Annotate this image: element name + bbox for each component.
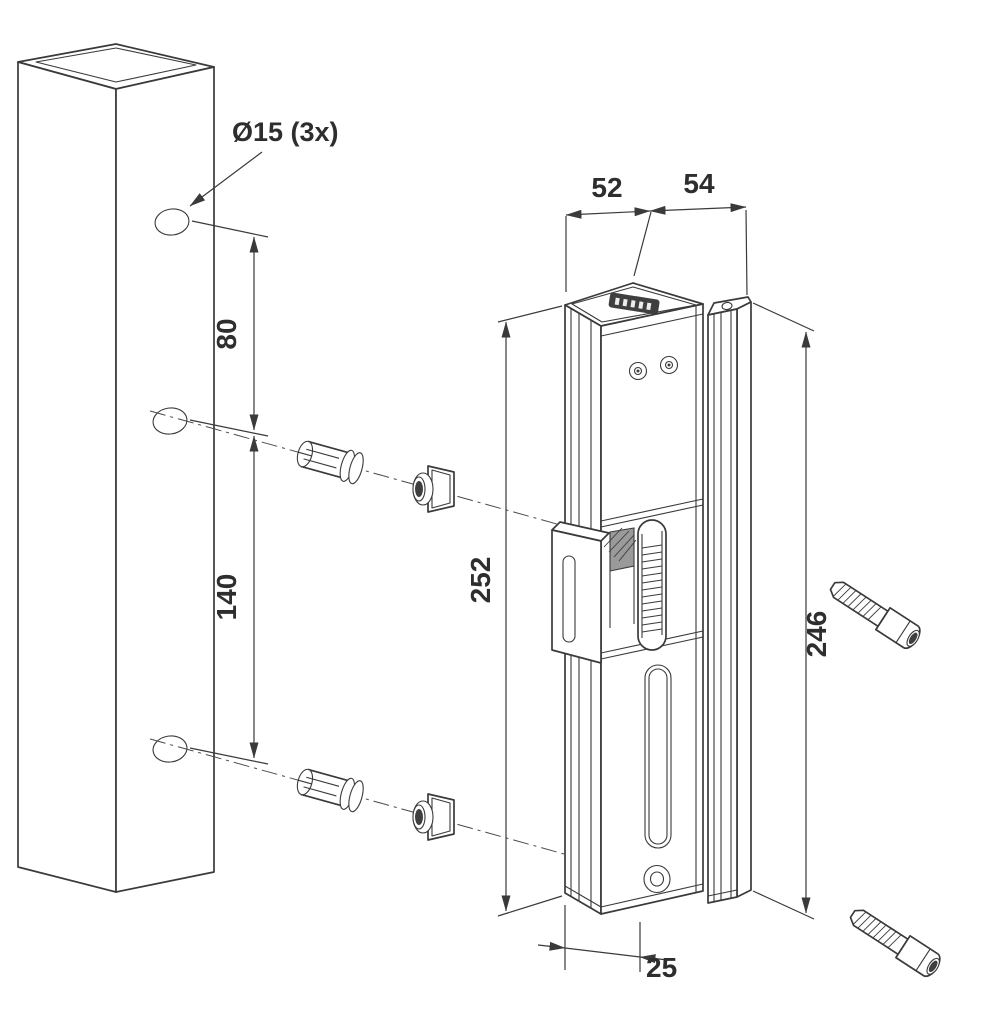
- dimension-depth-25: 25: [537, 905, 677, 983]
- mounting-slot: [644, 664, 672, 849]
- section-hatching: [603, 527, 637, 562]
- mounting-profile: [707, 296, 752, 904]
- square-post: [17, 43, 215, 893]
- bottom-hole: [643, 864, 671, 894]
- dimension-140-label: 140: [211, 574, 242, 621]
- dimension-hole-spacing: 80 140: [189, 220, 269, 765]
- spring-coil-icon: [641, 544, 663, 633]
- dimension-height-252: 252: [465, 305, 563, 917]
- cover-screw-left: [628, 361, 648, 381]
- dimension-52-label: 52: [591, 172, 622, 203]
- dimension-252-label: 252: [465, 557, 496, 604]
- dimension-54-label: 54: [683, 168, 715, 199]
- expansion-plug-lower: [296, 768, 364, 813]
- profile-screw-hole: [721, 301, 733, 311]
- cover-screw-right: [659, 355, 679, 375]
- expansion-plug-upper: [296, 440, 364, 485]
- dimension-width-52-54: 52 54: [565, 168, 748, 296]
- brand-badge-icon: [608, 292, 660, 315]
- threaded-insert-lower: [412, 793, 455, 841]
- strike-lip: [551, 521, 610, 664]
- screw-thread: [852, 911, 902, 949]
- dimension-80-label: 80: [211, 318, 242, 349]
- lock-body: [551, 282, 704, 915]
- latch-keeper: [637, 519, 667, 651]
- threaded-insert-upper: [412, 465, 455, 513]
- hole-diameter-callout: Ø15 (3x): [189, 117, 339, 207]
- dimension-246-label: 246: [801, 611, 832, 658]
- dimension-height-246: 246: [752, 302, 832, 920]
- post-hole-top: [154, 208, 190, 236]
- screw-thread: [832, 583, 882, 621]
- latch-opening: [609, 527, 635, 572]
- fixing-screw-lower: [849, 909, 941, 978]
- fixing-screw-upper: [829, 581, 921, 650]
- dimension-25-label: 25: [646, 952, 677, 983]
- hole-diameter-label: Ø15 (3x): [232, 117, 339, 147]
